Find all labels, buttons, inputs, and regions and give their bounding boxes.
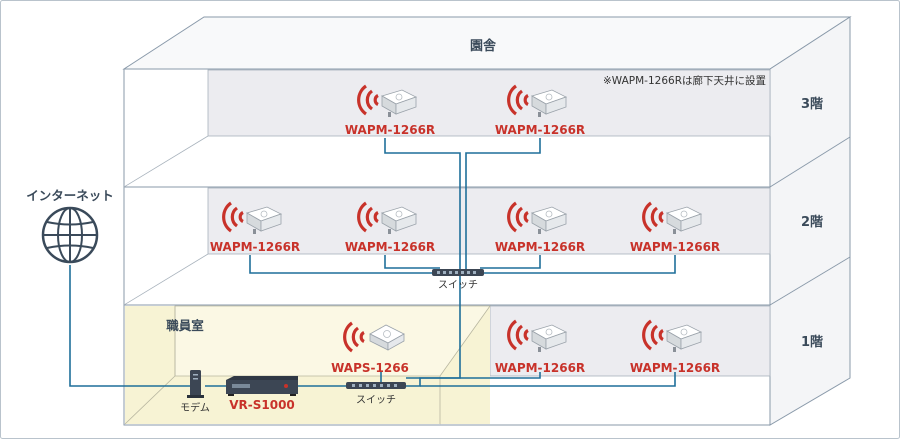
ap-2f-4-label: WAPM-1266R	[630, 240, 720, 254]
modem-icon	[187, 370, 204, 398]
floor-label-2f: 2階	[801, 214, 823, 230]
floor-label-1f: 1階	[801, 334, 823, 350]
switch-1f-icon	[346, 382, 406, 389]
access-point-icon	[343, 321, 405, 353]
internet-globe-icon	[41, 206, 99, 264]
router-label: VR-S1000	[229, 398, 295, 412]
building-title: 園舎	[470, 38, 497, 54]
switch-2f-label: スイッチ	[438, 279, 478, 291]
modem-label: モデム	[180, 401, 210, 414]
ap-3f-1-label: WAPM-1266R	[345, 123, 435, 137]
floor-label-3f: 3階	[801, 96, 823, 112]
ap-2f-1-label: WAPM-1266R	[210, 240, 300, 254]
ap-1f-1-label: WAPM-1266R	[495, 361, 585, 375]
ap-2f-2-label: WAPM-1266R	[345, 240, 435, 254]
staff-room-label: 職員室	[166, 318, 204, 333]
switch-2f-icon	[432, 269, 484, 276]
network-cables	[69, 138, 676, 387]
ap-3f-2-label: WAPM-1266R	[495, 123, 585, 137]
internet-label: インターネット	[26, 188, 114, 203]
installation-note: ※WAPM-1266Rは廊下天井に設置	[603, 74, 766, 87]
staff-room	[124, 305, 491, 425]
ap-1f-2-label: WAPM-1266R	[630, 361, 720, 375]
ap-office-label: WAPS-1266	[331, 361, 409, 375]
router-icon	[226, 376, 298, 396]
switch-1f-label: スイッチ	[356, 394, 396, 406]
ap-2f-3-label: WAPM-1266R	[495, 240, 585, 254]
